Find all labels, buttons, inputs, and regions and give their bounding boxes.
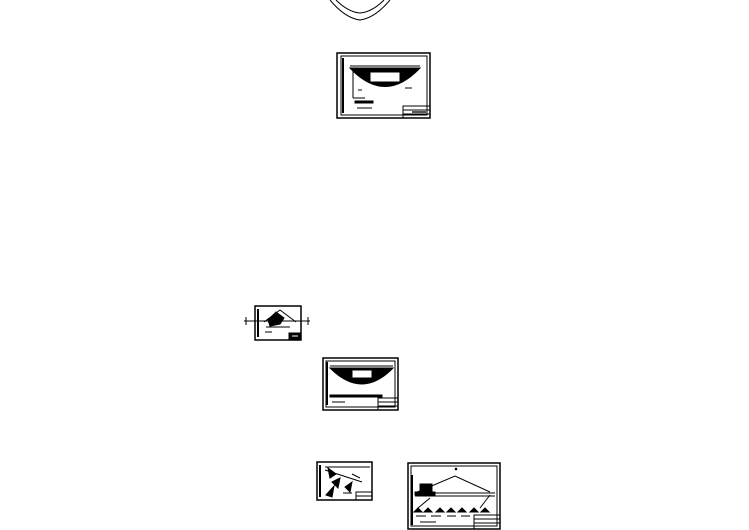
sheet-detail[interactable] xyxy=(316,461,373,501)
sheet-embankment-profile[interactable] xyxy=(407,462,501,530)
partial-curve-drawing xyxy=(329,0,391,21)
sheet-valley-cross-section-1[interactable] xyxy=(336,52,431,119)
sheet-small-profile[interactable] xyxy=(244,305,310,341)
sheet-valley-cross-section-2[interactable] xyxy=(322,357,399,411)
